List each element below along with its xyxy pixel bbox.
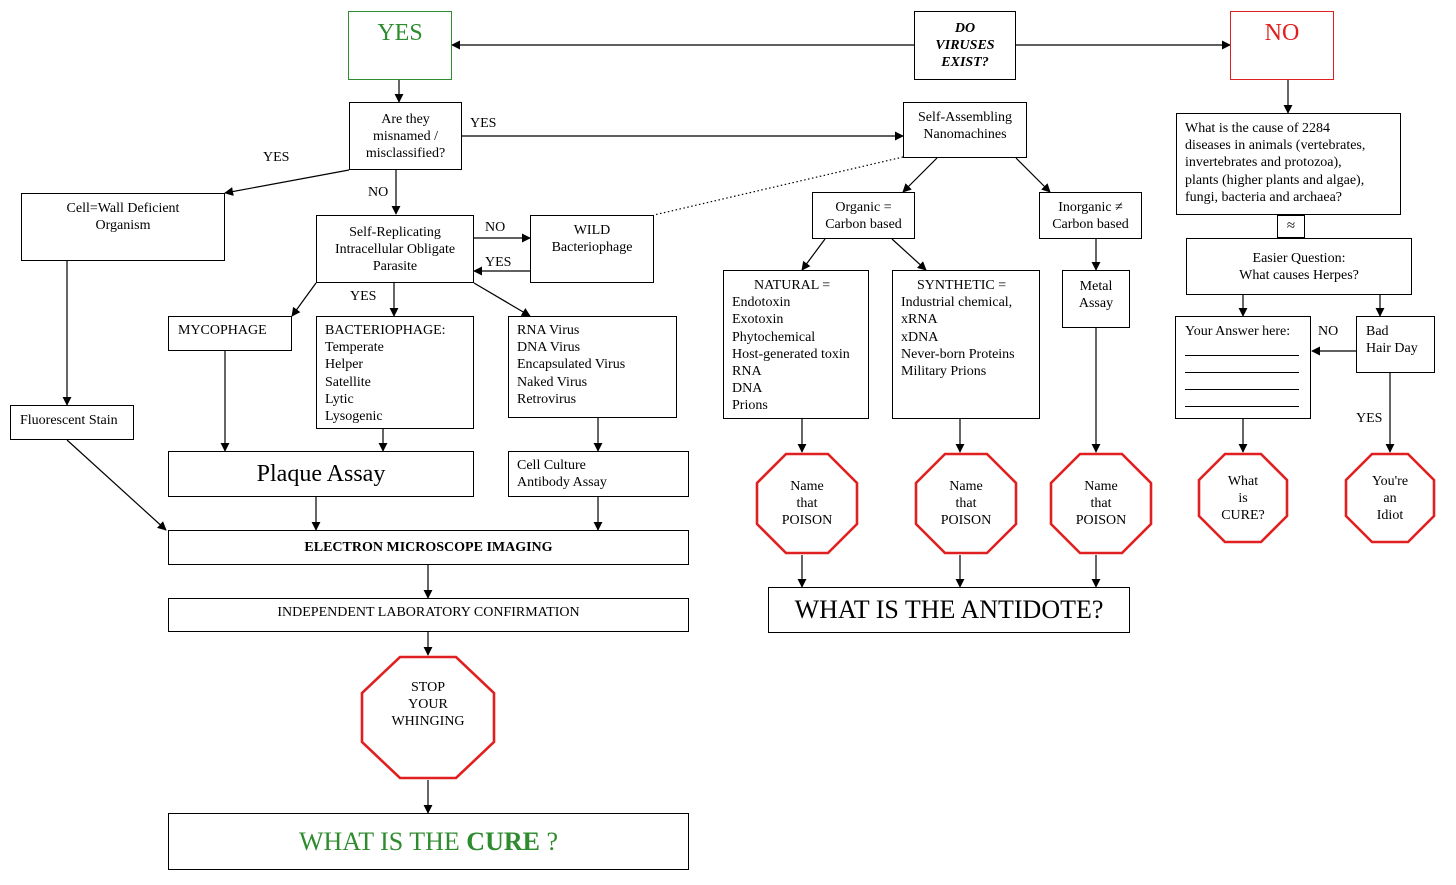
list-item: DNA Virus xyxy=(517,340,581,356)
electron-microscope-box: ELECTRON MICROSCOPE IMAGING xyxy=(168,530,689,565)
no-header: NO xyxy=(1230,11,1334,80)
plaque-assay-box: Plaque Assay xyxy=(168,451,474,497)
virus-types-box: RNA Virus DNA Virus Encapsulated Virus N… xyxy=(508,316,677,418)
stop-sign-icon xyxy=(1197,452,1289,544)
list-item: Lytic xyxy=(325,391,354,407)
root-line-2: VIRUSES xyxy=(935,38,995,53)
edge-organic-to-synthetic xyxy=(891,238,927,271)
list-item: Industrial chemical, xyxy=(901,295,1013,311)
poison-octagon-inorganic: Name that POISON xyxy=(1049,452,1153,555)
edge-misnamed-to-cwd xyxy=(224,169,350,196)
poison-octagon-synthetic: Name that POISON xyxy=(914,452,1018,555)
answer-line xyxy=(1185,389,1299,390)
edge-label-no: NO xyxy=(485,220,506,235)
list-item: Lysogenic xyxy=(325,409,383,425)
edge-label-yes: YES xyxy=(485,255,512,270)
root-line-1: DO xyxy=(954,21,976,36)
answer-line xyxy=(1185,406,1299,407)
poison-octagon-natural: Name that POISON xyxy=(755,452,859,555)
edge-parasite-to-viruses xyxy=(473,282,531,317)
edge-label-no: NO xyxy=(368,185,389,200)
organic-box: Organic = Carbon based xyxy=(812,192,915,239)
easier-question-box: Easier Question: What causes Herpes? xyxy=(1186,238,1412,295)
list-item: Naked Virus xyxy=(517,374,588,390)
answer-box: Your Answer here: xyxy=(1175,316,1311,419)
natural-box: NATURAL = Endotoxin Exotoxin Phytochemic… xyxy=(723,270,869,419)
natural-title: NATURAL = xyxy=(754,278,831,293)
list-item: Endotoxin xyxy=(732,295,791,311)
stop-sign-icon xyxy=(914,452,1018,555)
edge-label-yes: YES xyxy=(1356,411,1383,426)
list-item: RNA Virus xyxy=(517,323,580,338)
edge-label-no: NO xyxy=(1318,324,1339,339)
stop-sign-icon xyxy=(1344,452,1436,544)
approx-icon: ≈ xyxy=(1286,218,1296,234)
answer-field[interactable] xyxy=(1185,355,1299,409)
edge-nanomachines-to-organic xyxy=(902,157,938,193)
cell-culture-box: Cell Culture Antibody Assay xyxy=(508,451,689,497)
edge-parasite-to-mycophage xyxy=(291,282,317,317)
nanomachines-box: Self-Assembling Nanomachines xyxy=(903,102,1027,158)
bacteriophage-title: BACTERIOPHAGE: xyxy=(325,323,446,338)
stop-sign-icon xyxy=(1049,452,1153,555)
answer-label: Your Answer here: xyxy=(1185,324,1291,339)
approx-connector: ≈ xyxy=(1277,215,1305,238)
list-item: Temperate xyxy=(325,340,384,356)
metal-assay-box: Metal Assay xyxy=(1062,270,1130,328)
bacteriophage-box: BACTERIOPHAGE: Temperate Helper Satellit… xyxy=(316,316,474,429)
answer-line xyxy=(1185,355,1299,356)
synthetic-title: SYNTHETIC = xyxy=(917,278,1007,293)
edge-nanomachines-to-inorganic xyxy=(1015,157,1051,193)
list-item: Encapsulated Virus xyxy=(517,357,626,373)
stop-whinging-octagon: STOP YOUR WHINGING xyxy=(360,655,496,780)
list-item: RNA xyxy=(732,364,762,380)
stop-sign-icon xyxy=(755,452,859,555)
misnamed-question: Are they misnamed / misclassified? xyxy=(349,102,462,170)
cure-heading: WHAT IS THE CURE ? xyxy=(298,826,559,856)
list-item: xRNA xyxy=(901,312,938,328)
fluorescent-stain-box: Fluorescent Stain xyxy=(10,405,134,440)
bad-hair-day-box: Bad Hair Day xyxy=(1356,316,1435,373)
inorganic-box: Inorganic ≠ Carbon based xyxy=(1039,192,1142,239)
mycophage-box: MYCOPHAGE xyxy=(168,316,292,351)
independent-lab-box: INDEPENDENT LABORATORY CONFIRMATION xyxy=(168,598,689,632)
yes-header: YES xyxy=(348,11,452,80)
list-item: Phytochemical xyxy=(732,329,816,345)
synthetic-box: SYNTHETIC = Industrial chemical, xRNA xD… xyxy=(892,270,1040,419)
what-cure-octagon: What is CURE? xyxy=(1197,452,1289,544)
list-item: Military Prions xyxy=(901,364,987,380)
edge-fluorescent-to-em xyxy=(66,439,167,531)
answer-line xyxy=(1185,372,1299,373)
cell-wall-deficient-box: Cell=Wall Deficient Organism xyxy=(21,193,225,261)
list-item: Helper xyxy=(325,357,364,373)
list-item: xDNA xyxy=(901,329,939,345)
edge-nanomachines-to-wild xyxy=(653,156,904,216)
idiot-octagon: You're an Idiot xyxy=(1344,452,1436,544)
list-item: DNA xyxy=(732,381,763,397)
cause-question-box: What is the cause of 2284 diseases in an… xyxy=(1176,113,1401,215)
root-line-3: EXIST? xyxy=(941,55,989,70)
cure-box: WHAT IS THE CURE ? xyxy=(168,813,689,870)
antidote-box: WHAT IS THE ANTIDOTE? xyxy=(768,587,1130,633)
list-item: Prions xyxy=(732,398,768,414)
root-question: DO VIRUSES EXIST? xyxy=(914,11,1016,80)
list-item: Never-born Proteins xyxy=(901,346,1015,362)
edge-label-yes: YES xyxy=(350,289,377,304)
edge-label-yes: YES xyxy=(470,116,497,131)
parasite-box: Self-Replicating Intracellular Obligate … xyxy=(316,215,474,283)
stop-sign-icon xyxy=(360,655,496,780)
list-item: Host-generated toxin xyxy=(732,346,850,362)
edge-organic-to-natural xyxy=(801,238,826,271)
list-item: Exotoxin xyxy=(732,312,784,328)
list-item: Satellite xyxy=(325,374,371,390)
list-item: Retrovirus xyxy=(517,391,577,407)
wild-bacteriophage-box: WILD Bacteriophage xyxy=(530,215,654,283)
edge-label-yes: YES xyxy=(263,150,290,165)
